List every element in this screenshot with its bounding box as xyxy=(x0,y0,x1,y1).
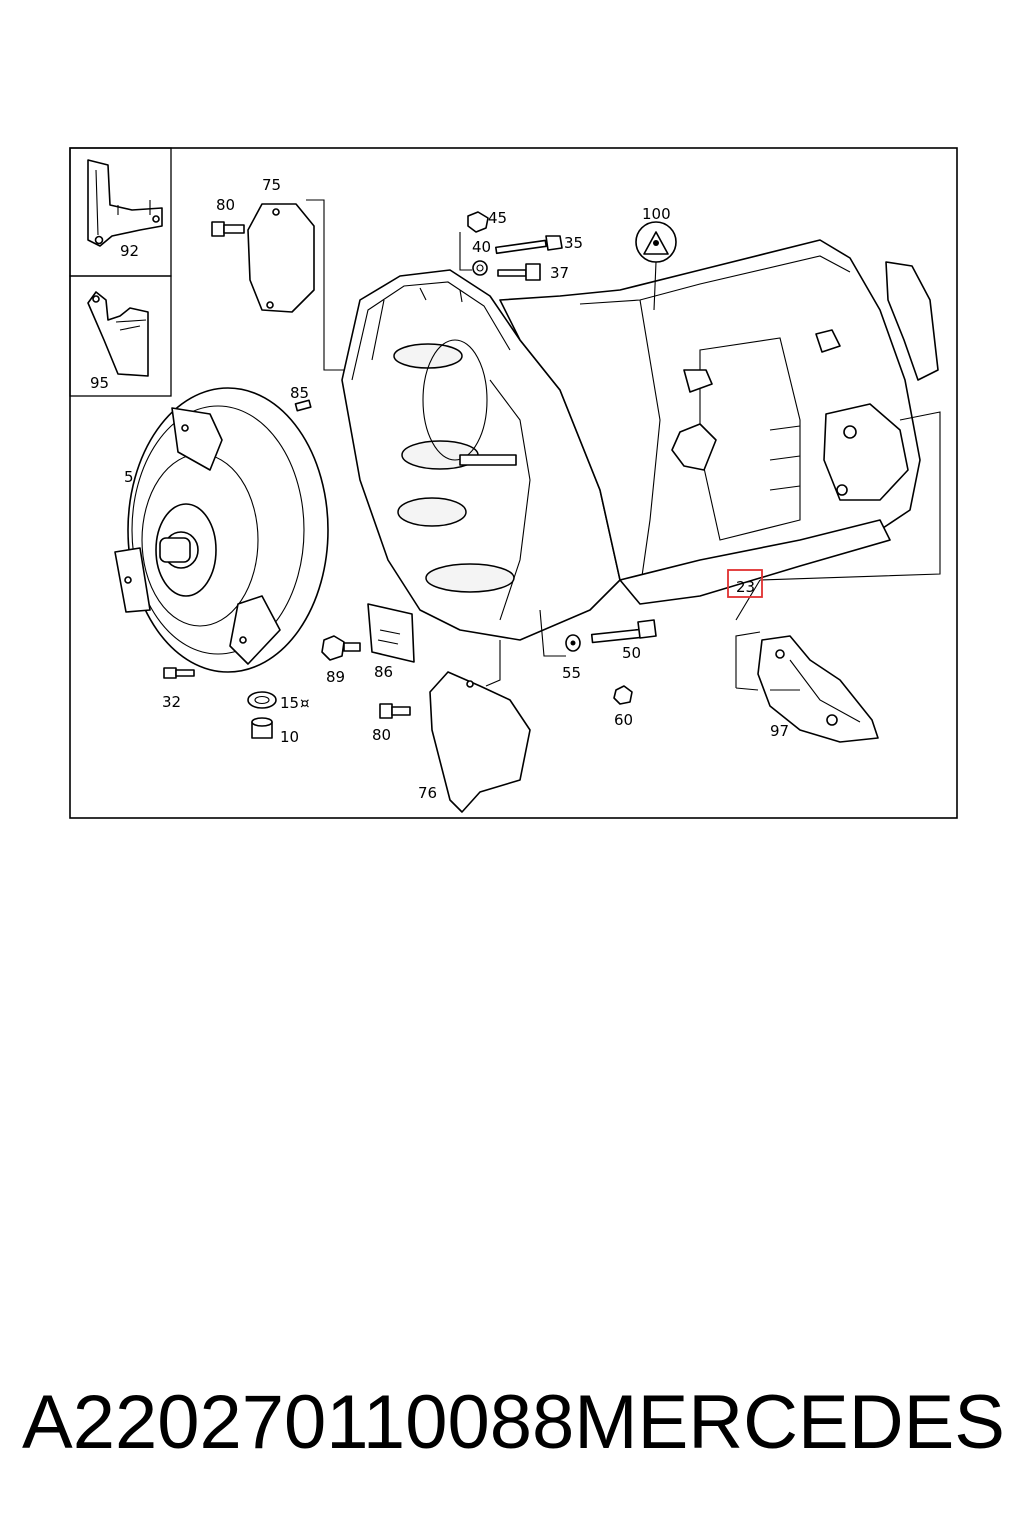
leader-55-50 xyxy=(539,609,566,657)
callout-60: 60 xyxy=(614,711,633,729)
inset-box-95 xyxy=(69,275,172,397)
part-75-cover xyxy=(247,199,346,371)
leader-23 xyxy=(759,411,941,581)
part-50-bolt xyxy=(590,619,657,644)
callout-35: 35 xyxy=(564,234,583,252)
part-95-bracket xyxy=(87,291,149,377)
callout-50: 50 xyxy=(622,644,641,662)
callout-10: 10 xyxy=(280,728,299,746)
part-92-bracket xyxy=(87,159,163,247)
callout-95: 95 xyxy=(90,374,109,392)
callout-86: 86 xyxy=(374,663,393,681)
callout-5: 5 xyxy=(124,468,134,486)
callout-23: 23 xyxy=(736,578,755,596)
part-86-plate xyxy=(367,603,415,663)
callout-45: 45 xyxy=(488,209,507,227)
callout-15-mark: ¤ xyxy=(300,694,310,712)
callout-40: 40 xyxy=(472,238,491,256)
part-80-bolt-top xyxy=(211,221,245,237)
part-55-washer xyxy=(565,634,581,652)
callout-15: 15 xyxy=(280,694,299,712)
callout-32: 32 xyxy=(162,693,181,711)
part-32-bolt xyxy=(163,667,195,679)
brand-name: MERCEDES xyxy=(574,1379,1005,1465)
callout-55: 55 xyxy=(562,664,581,682)
part-10-plug xyxy=(251,717,273,739)
transmission-exploded-diagram: 92 95 80 75 85 5 45 40 35 37 100 23 32 1… xyxy=(69,147,958,819)
parts-45-40-35-37 xyxy=(459,211,563,281)
part-number: A220270110088 xyxy=(22,1379,575,1465)
callout-80-top: 80 xyxy=(216,196,235,214)
transmission-housing xyxy=(341,239,939,641)
part-89-bolt xyxy=(321,635,361,661)
callout-85: 85 xyxy=(290,384,309,402)
callout-80-bottom: 80 xyxy=(372,726,391,744)
callout-75: 75 xyxy=(262,176,281,194)
caption-bar: A220270110088 MERCEDES xyxy=(0,1372,1024,1472)
part-5-torque-converter xyxy=(114,387,329,673)
diagram-frame xyxy=(69,147,958,819)
part-80-bolt-bottom xyxy=(379,703,411,719)
callout-92: 92 xyxy=(120,242,139,260)
part-23-highlight-box xyxy=(727,569,763,598)
part-85-pin xyxy=(294,399,312,412)
part-76-cover xyxy=(429,640,531,813)
callout-89: 89 xyxy=(326,668,345,686)
callout-97: 97 xyxy=(770,722,789,740)
callout-100: 100 xyxy=(642,205,671,223)
callout-37: 37 xyxy=(550,264,569,282)
part-60-nut xyxy=(613,685,633,705)
part-15-seal xyxy=(247,691,277,709)
callout-76: 76 xyxy=(418,784,437,802)
part-97-mount xyxy=(735,579,879,743)
part-100-plate xyxy=(635,221,677,311)
